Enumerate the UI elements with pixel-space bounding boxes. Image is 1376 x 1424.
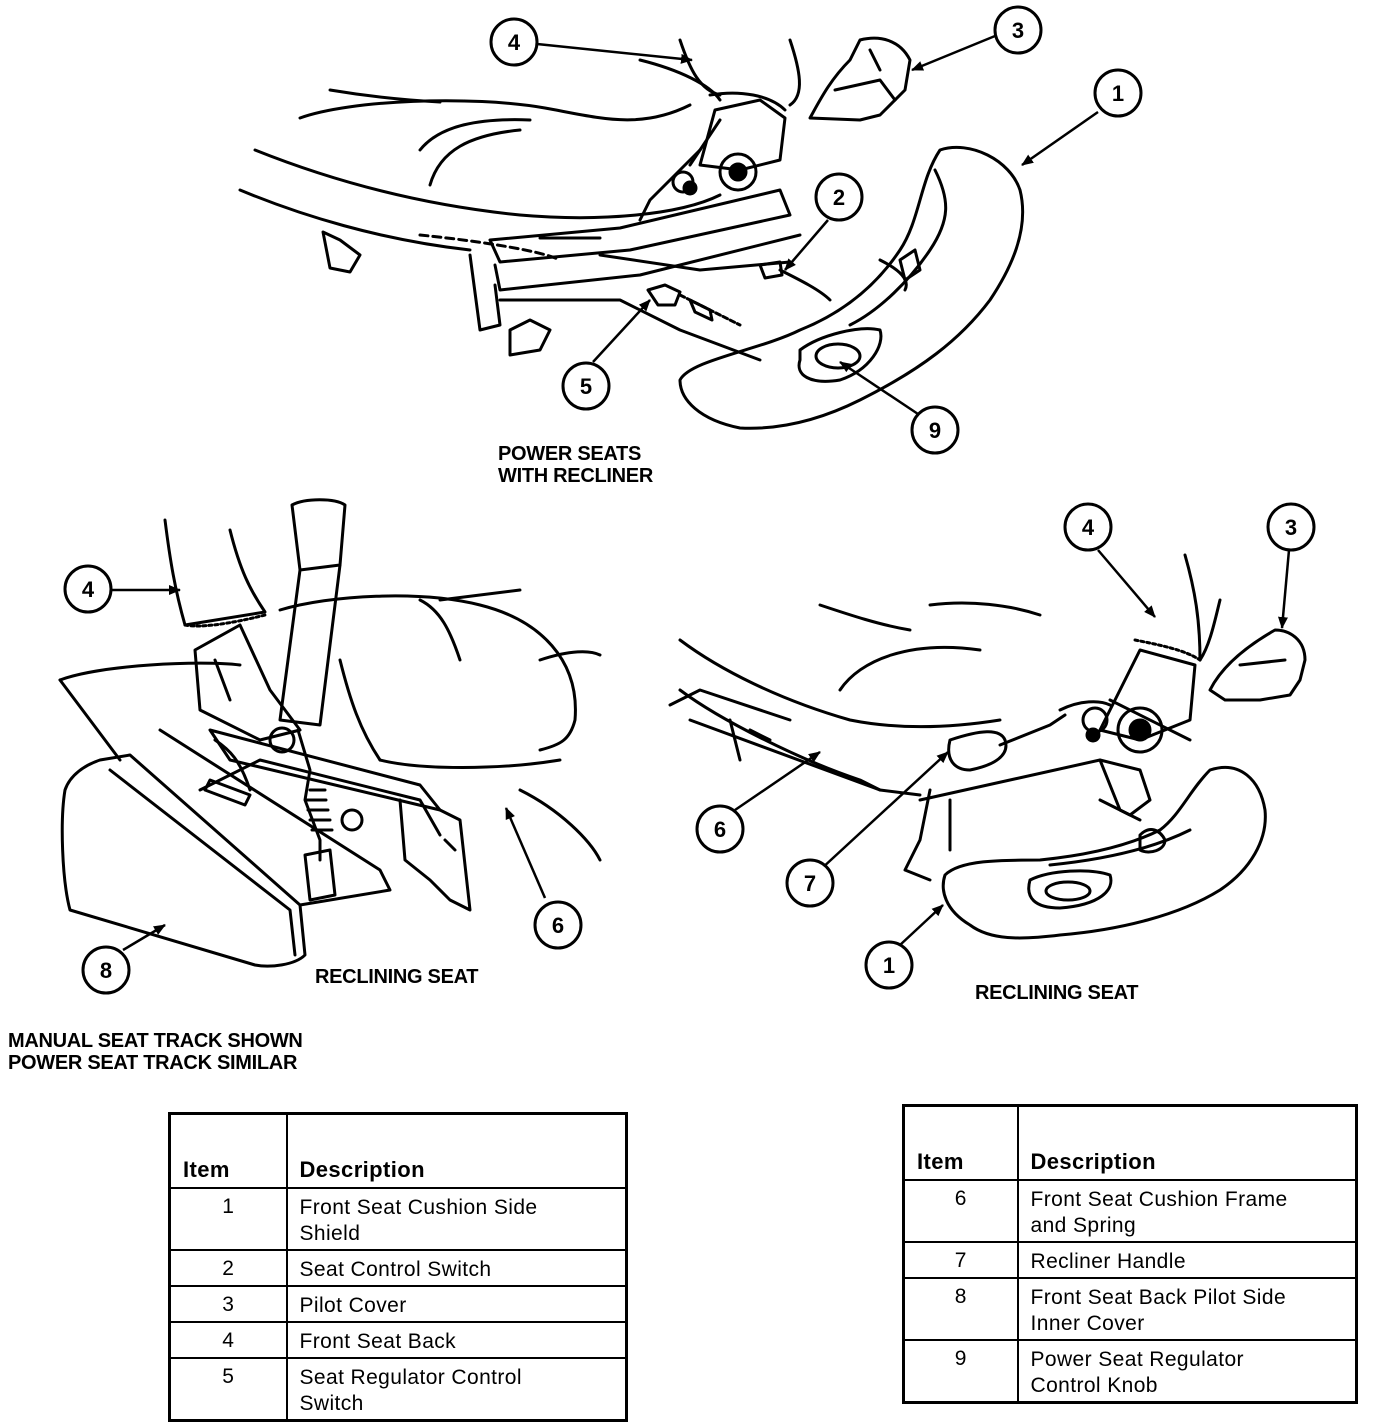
svg-text:1: 1 (1112, 81, 1124, 106)
callout-top-4: 4 (489, 17, 539, 67)
caption-power-seats: POWER SEATS WITH RECLINER (498, 443, 653, 487)
callout-right-7: 7 (785, 858, 835, 908)
item-number: 9 (902, 1338, 1019, 1403)
table-row: 4 Front Seat Back (168, 1320, 628, 1359)
svg-text:6: 6 (714, 817, 726, 842)
callout-top-3: 3 (993, 5, 1043, 55)
item-number: 1 (168, 1186, 288, 1251)
item-number: 8 (902, 1276, 1019, 1341)
table-row: 7 Recliner Handle (902, 1240, 1358, 1279)
description-column-header: Description (285, 1112, 628, 1189)
table-row: 9 Power Seat Regulator Control Knob (902, 1338, 1358, 1403)
svg-text:5: 5 (580, 374, 592, 399)
legend-header-row: Item Description (168, 1112, 628, 1189)
table-row: 5 Seat Regulator Control Switch (168, 1356, 628, 1421)
callout-top-1: 1 (1093, 68, 1143, 118)
item-number: 2 (168, 1248, 288, 1287)
reclining-seat-right-illustration (668, 553, 1307, 940)
power-seat-illustration (238, 36, 1025, 430)
legend-table-left: Item Description 1 Front Seat Cushion Si… (168, 1112, 628, 1422)
svg-text:2: 2 (833, 185, 845, 210)
svg-text:7: 7 (804, 871, 816, 896)
callout-right-1: 1 (864, 940, 914, 990)
callout-leaders (110, 34, 1291, 952)
item-number: 5 (168, 1356, 288, 1421)
svg-text:3: 3 (1012, 18, 1024, 43)
callout-top-9: 9 (910, 405, 960, 455)
description-column-header: Description (1016, 1104, 1358, 1181)
table-row: 1 Front Seat Cushion Side Shield (168, 1186, 628, 1251)
legend-header-row: Item Description (902, 1104, 1358, 1181)
svg-text:3: 3 (1285, 515, 1297, 540)
svg-text:9: 9 (929, 418, 941, 443)
item-description: Power Seat Regulator Control Knob (1016, 1338, 1358, 1403)
item-description: Front Seat Cushion Frame and Spring (1016, 1178, 1358, 1243)
svg-text:1: 1 (883, 953, 895, 978)
svg-text:4: 4 (508, 30, 521, 55)
callout-top-2: 2 (814, 172, 864, 222)
item-number: 6 (902, 1178, 1019, 1243)
svg-text:4: 4 (82, 577, 95, 602)
item-description: Front Seat Cushion Side Shield (285, 1186, 628, 1251)
legend-table-right: Item Description 6 Front Seat Cushion Fr… (902, 1104, 1358, 1404)
callout-left-8: 8 (81, 945, 131, 995)
item-number: 7 (902, 1240, 1019, 1279)
caption-seat-track-note: MANUAL SEAT TRACK SHOWN POWER SEAT TRACK… (8, 1030, 303, 1074)
callout-right-6: 6 (695, 804, 745, 854)
item-description: Recliner Handle (1016, 1240, 1358, 1279)
caption-reclining-seat-right: RECLINING SEAT (975, 982, 1139, 1004)
callout-right-4: 4 (1063, 502, 1113, 552)
callout-circles: 4 3 1 2 5 9 4 8 6 4 3 6 7 1 (63, 5, 1316, 995)
item-number: 4 (168, 1320, 288, 1359)
table-row: 3 Pilot Cover (168, 1284, 628, 1323)
item-column-header: Item (902, 1104, 1019, 1181)
callout-right-3: 3 (1266, 502, 1316, 552)
reclining-seat-left-illustration (58, 498, 602, 968)
callout-left-6: 6 (533, 900, 583, 950)
svg-text:6: 6 (552, 913, 564, 938)
item-description: Pilot Cover (285, 1284, 628, 1323)
caption-reclining-seat-left: RECLINING SEAT (315, 966, 479, 988)
item-description: Front Seat Back Pilot Side Inner Cover (1016, 1276, 1358, 1341)
callout-left-4: 4 (63, 564, 113, 614)
item-description: Seat Regulator Control Switch (285, 1356, 628, 1421)
table-row: 6 Front Seat Cushion Frame and Spring (902, 1178, 1358, 1243)
table-row: 8 Front Seat Back Pilot Side Inner Cover (902, 1276, 1358, 1341)
item-column-header: Item (168, 1112, 288, 1189)
item-description: Seat Control Switch (285, 1248, 628, 1287)
item-description: Front Seat Back (285, 1320, 628, 1359)
svg-text:4: 4 (1082, 515, 1095, 540)
item-number: 3 (168, 1284, 288, 1323)
callout-top-5: 5 (561, 361, 611, 411)
table-row: 2 Seat Control Switch (168, 1248, 628, 1287)
svg-text:8: 8 (100, 958, 112, 983)
